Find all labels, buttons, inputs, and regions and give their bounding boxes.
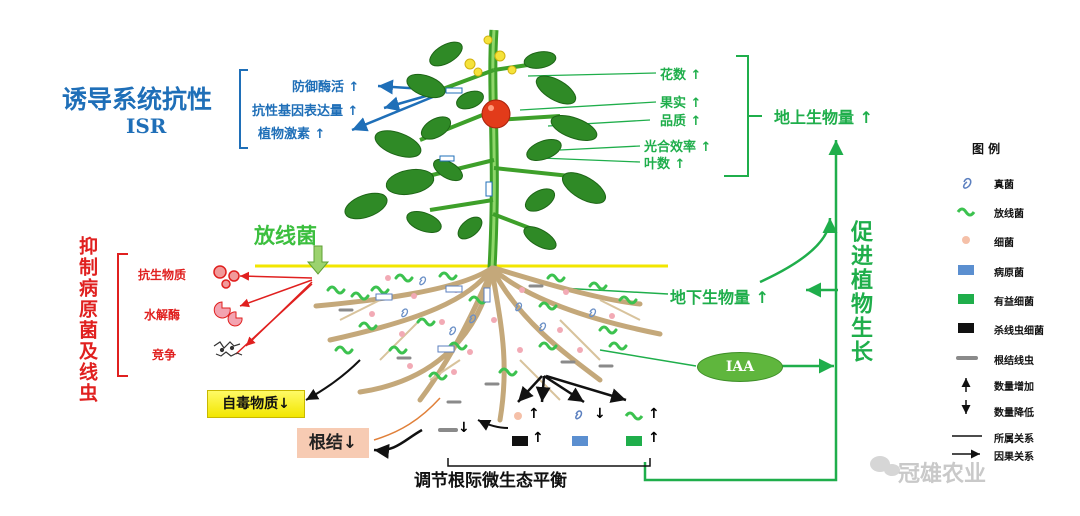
effect-actinomycete: ↑: [648, 406, 660, 422]
actinomycete-label: 放线菌: [254, 224, 317, 248]
promote-growth: 促进植物生长: [847, 220, 872, 364]
root-knot-box: 根结↓: [297, 428, 369, 458]
competition-icon: [213, 341, 243, 357]
isr-bracket: [239, 69, 248, 149]
autotoxin-box: 自毒物质↓: [207, 390, 305, 418]
above-bracket: [724, 55, 749, 177]
legend-symbols: [952, 177, 982, 459]
effect-nematicidal: ↑: [532, 430, 544, 446]
suppress-item-hydrolase: 水解酶: [144, 308, 181, 322]
legend-bacteria: 细菌: [994, 238, 1014, 249]
above-biomass: 地上生物量 ↑: [774, 108, 873, 127]
antibiotic-icon: [213, 265, 240, 289]
legend-increase: 数量增加: [994, 382, 1034, 393]
iaa-ellipse: IAA: [697, 352, 783, 382]
isr-subtitle: ISR: [126, 114, 167, 138]
legend-fungi: 真菌: [994, 180, 1014, 191]
isr-item-phytohormone: 植物激素 ↑: [258, 127, 326, 142]
legend-beneficial-bacteria: 有益细菌: [994, 297, 1034, 308]
above-item-flowers: 花数 ↑: [660, 68, 702, 83]
isr-item-resistance-gene: 抗性基因表达量 ↑: [252, 104, 359, 119]
effect-beneficial: ↑: [648, 430, 660, 446]
effect-nematode: ↓: [458, 420, 470, 436]
legend-actinomycete: 放线菌: [994, 209, 1024, 220]
above-item-fruit: 果实 ↑: [660, 96, 702, 111]
isr-item-defense-enzyme: 防御酶活 ↑: [292, 80, 360, 95]
legend-pathogen: 病原菌: [994, 268, 1024, 279]
effect-bacteria: ↑: [528, 406, 540, 422]
legend-decrease: 数量降低: [994, 408, 1034, 419]
suppress-bracket: [117, 253, 128, 377]
balance-label: 调节根际微生态平衡: [414, 471, 567, 491]
legend-causal: 因果关系: [994, 452, 1034, 463]
suppress-item-antibiotic: 抗生物质: [138, 268, 187, 282]
watermark: 冠雄农业: [898, 462, 987, 487]
legend-belonging: 所属关系: [994, 434, 1034, 445]
wechat-icon: [870, 456, 900, 476]
above-item-leaves: 叶数 ↑: [644, 157, 686, 172]
legend-root-knot-nematode: 根结线虫: [994, 356, 1034, 367]
above-item-photosynthesis: 光合效率 ↑: [644, 140, 712, 155]
suppress-item-competition: 竞争: [152, 348, 177, 362]
legend-title: 图 例: [972, 142, 1001, 156]
above-item-quality: 品质 ↑: [660, 114, 702, 129]
tomato-fruit: [481, 99, 511, 129]
legend-nematicidal-bacteria: 杀线虫细菌: [994, 326, 1044, 337]
suppress-title: 抑制病原菌及线虫: [76, 236, 98, 404]
isr-title: 诱导系统抗性: [62, 85, 213, 114]
hydrolase-icon: [213, 301, 243, 327]
below-biomass: 地下生物量 ↑: [670, 288, 769, 307]
effect-fungi: ↓: [594, 406, 606, 422]
